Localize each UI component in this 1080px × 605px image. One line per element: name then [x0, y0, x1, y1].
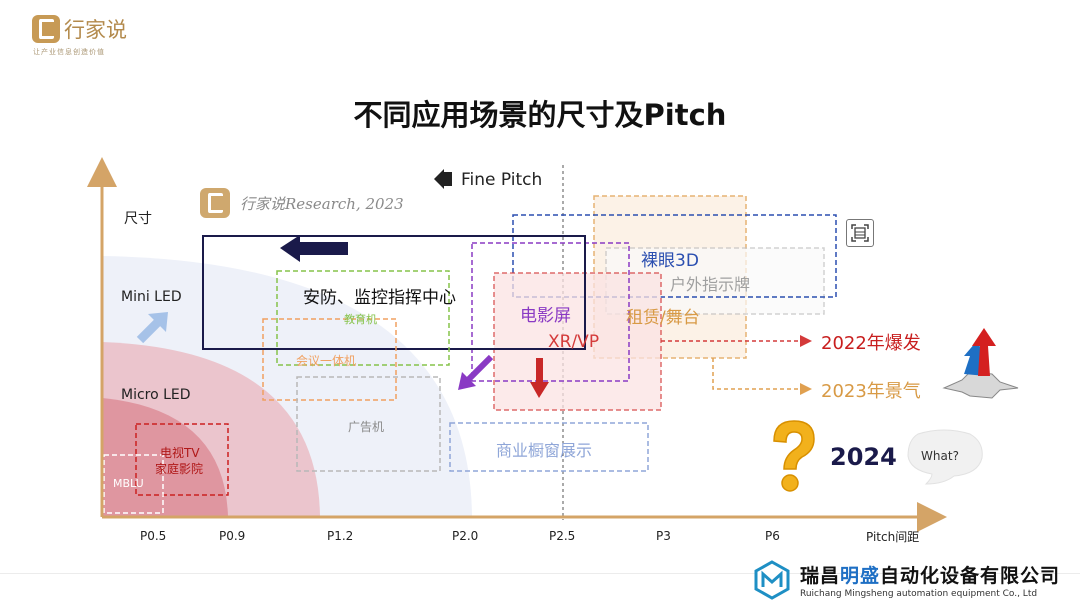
- fine-pitch-label: Fine Pitch: [461, 170, 543, 190]
- footer-divider: [0, 573, 1080, 574]
- conference-label: 会议一体机: [296, 354, 357, 368]
- question-mark-icon: [773, 420, 815, 492]
- research-watermark: 行家说Research, 2023: [200, 188, 404, 218]
- security-left-arrow: [280, 235, 348, 262]
- slide-title: 不同应用场景的尺寸及Pitch: [353, 98, 727, 132]
- x-tick: P1.2: [327, 529, 354, 543]
- outdoor-sign-label: 户外指示牌: [670, 275, 751, 294]
- brand-tagline: 让产业信息创造价值: [33, 48, 105, 56]
- x-tick: P2.5: [549, 529, 576, 543]
- shop-window-box: [449, 422, 649, 472]
- x-tick: P6: [765, 529, 780, 543]
- security-label: 安防、监控指挥中心: [303, 288, 456, 308]
- y-axis-label: 尺寸: [124, 211, 152, 227]
- watermark-text: 行家说Research, 2023: [240, 194, 404, 213]
- naked-3d-label: 裸眼3D: [641, 251, 699, 271]
- brand-logo: 行家说: [32, 14, 127, 44]
- rental-stage-label: 租赁/舞台: [626, 308, 700, 328]
- year-2024-label: 2024: [830, 443, 897, 471]
- boom-2022-label: 2022年爆发: [821, 333, 921, 354]
- advertising-label: 广告机: [348, 420, 385, 434]
- home-theater-label: 家庭影院: [155, 462, 204, 476]
- brand-name: 行家说: [64, 18, 127, 42]
- prosperity-2023-label: 2023年景气: [821, 381, 921, 402]
- what-text: What?: [921, 449, 959, 463]
- micro-led-core-region: [102, 398, 228, 517]
- tv-label: 电视TV: [160, 446, 200, 460]
- naked-3d-box: [512, 214, 837, 298]
- prosperity-2023-connector: [712, 358, 812, 395]
- rising-arrow-icon: [942, 328, 1019, 399]
- screenshot-icon[interactable]: [846, 219, 874, 247]
- cinema-box: [471, 242, 630, 382]
- cinema-down-left-arrow: [458, 354, 494, 390]
- mblu-box: [103, 454, 164, 514]
- education-box: [276, 270, 450, 366]
- y-band-mini-led: Mini LED: [121, 289, 182, 305]
- x-tick: P0.5: [140, 529, 167, 543]
- conference-box: [262, 318, 397, 401]
- x-tick: P0.9: [219, 529, 246, 543]
- shop-window-label: 商业橱窗展示: [496, 441, 593, 460]
- mini-led-up-arrow: [136, 312, 168, 344]
- y-band-micro-led: Micro LED: [121, 387, 191, 403]
- x-axis-label: Pitch间距: [866, 530, 920, 544]
- xr-down-arrow: [530, 358, 549, 398]
- cinema-label: 电影屏: [520, 306, 571, 326]
- x-tick: P2.0: [452, 529, 479, 543]
- brand-logo-icon: [32, 15, 60, 43]
- company-hex-logo-icon: [754, 560, 790, 600]
- xr-vp-box: [493, 272, 662, 411]
- mblu-label: MBLU: [113, 477, 144, 490]
- advertising-box: [296, 376, 441, 472]
- speech-bubble-icon: What?: [907, 429, 983, 485]
- company-name-en: Ruichang Mingsheng automation equipment …: [800, 589, 1038, 599]
- fine-pitch-arrow-icon: [434, 169, 452, 189]
- tv-box: [135, 423, 229, 496]
- security-box: [202, 235, 586, 350]
- x-tick: P3: [656, 529, 671, 543]
- education-label: 教育机: [344, 313, 377, 326]
- company-footer: 瑞昌明盛自动化设备有限公司 Ruichang Mingsheng automat…: [752, 560, 1060, 600]
- company-name-cn: 瑞昌明盛自动化设备有限公司: [800, 565, 1061, 587]
- watermark-logo-icon: [200, 188, 230, 218]
- xr-vp-label: XR/VP: [548, 332, 600, 352]
